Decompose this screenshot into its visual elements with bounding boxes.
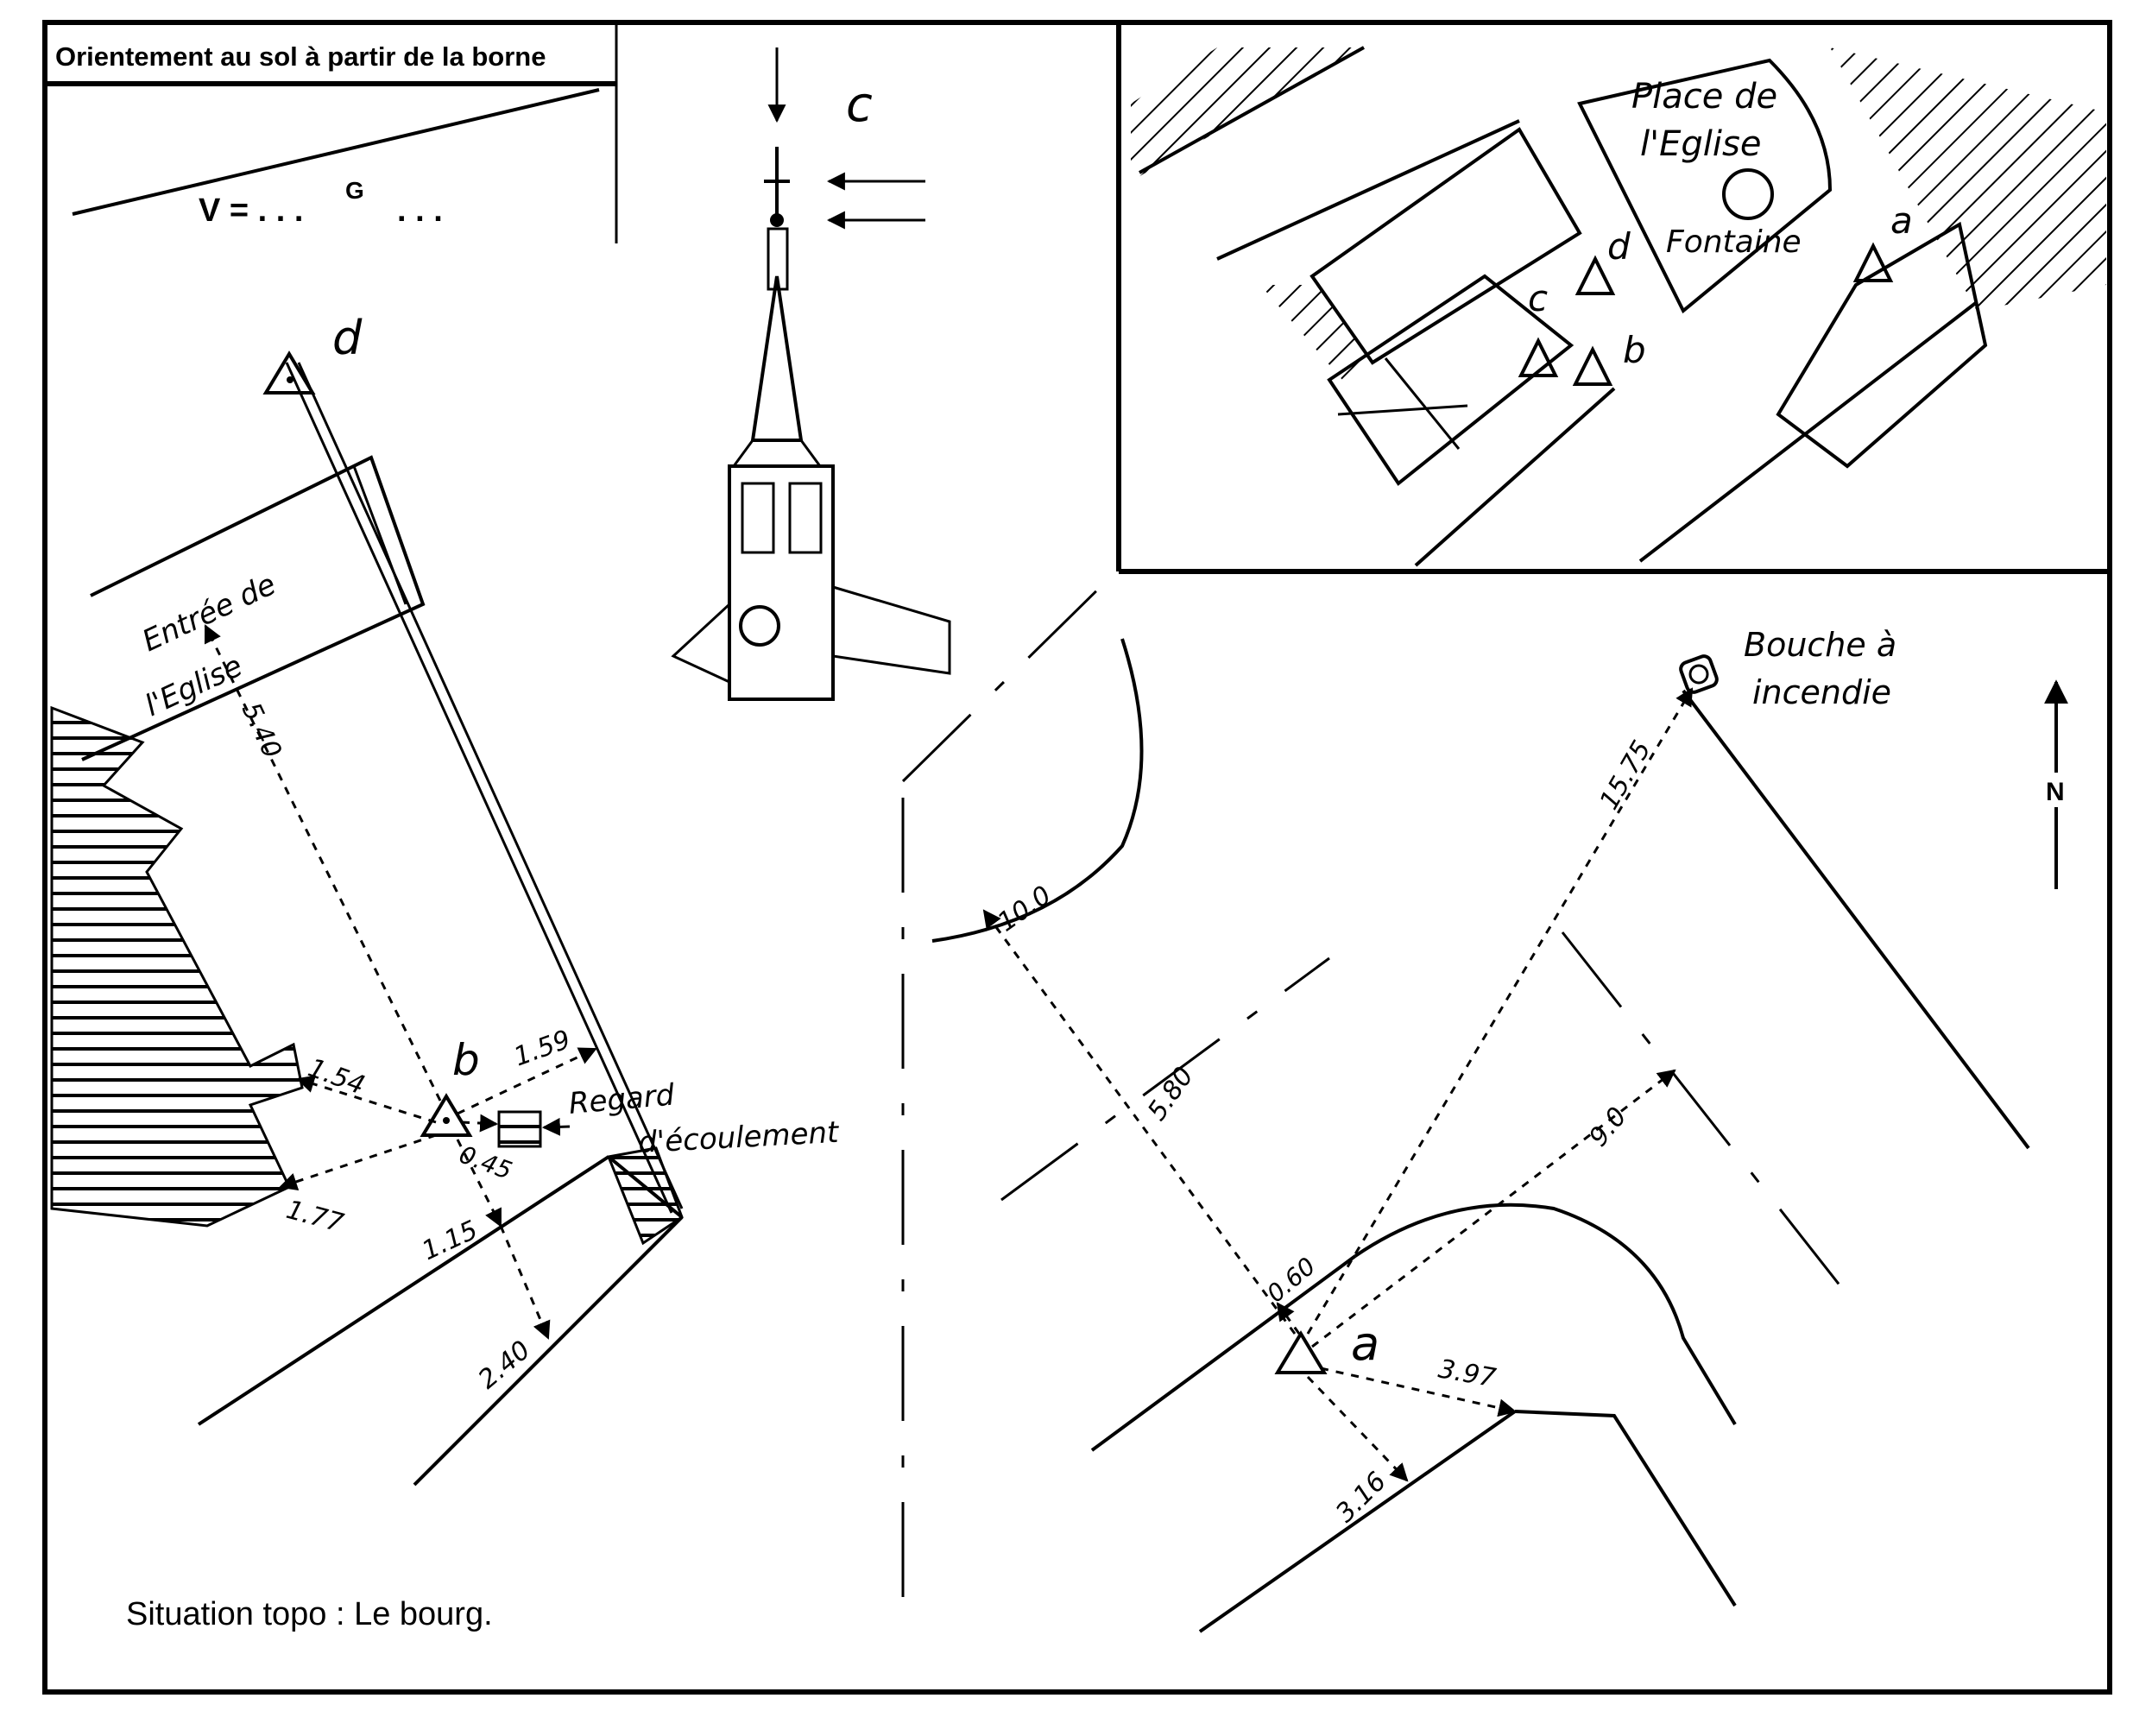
north-label-bg (2041, 773, 2071, 807)
measure-1-59: 1.59 (510, 1025, 575, 1073)
v-superscript: G (345, 177, 364, 204)
entrance-label-1: Entrée de (137, 567, 281, 659)
measure-15-75: 15.75 (1594, 735, 1657, 815)
drain-grate-icon (497, 1110, 542, 1148)
orientation-line (72, 88, 600, 216)
measure-5-40: 5.40 (236, 698, 287, 763)
marker-b-point (443, 1117, 450, 1124)
v-suffix: . . . (397, 193, 443, 229)
overview-marker-c: c (1528, 277, 1548, 319)
orientation-title: Orientement au sol à partir de la borne (55, 41, 546, 72)
right-measure-lines (982, 687, 1694, 1482)
survey-marker-icon (1274, 1330, 1328, 1374)
sheet-border (42, 20, 2112, 1695)
left-detail-drawing (50, 362, 684, 1487)
entrance-label-2: l'Eglise (140, 648, 248, 723)
left-measure-lines (204, 624, 597, 1340)
marker-a-label: a (1351, 1316, 1379, 1371)
measure-3-97: 3.97 (1436, 1354, 1499, 1393)
steeple-label-c: c (846, 77, 873, 133)
measure-2-40: 2.40 (473, 1335, 537, 1395)
square-label-1: Place de (1631, 77, 1777, 117)
overview-marker-b: b (1623, 329, 1646, 371)
hydrant-label-2: incendie (1752, 673, 1891, 711)
measure-5-80: 5.80 (1142, 1062, 1200, 1127)
measure-0-60: 0.60 (1261, 1252, 1321, 1308)
overview-marker-a: a (1890, 199, 1913, 242)
drain-label-1: Regard (567, 1077, 676, 1121)
measure-1-77: 1.77 (283, 1195, 347, 1239)
fountain-label: Fontaine (1666, 224, 1802, 260)
situation-label: Situation topo : Le bourg. (126, 1596, 493, 1632)
survey-marker-icon (420, 1093, 473, 1137)
measure-10-0: 10.0 (993, 881, 1057, 938)
right-detail-drawing (901, 572, 2030, 1633)
marker-d-label: d (332, 311, 363, 365)
measure-1-54: 1.54 (304, 1053, 369, 1102)
square-label-2: l'Eglise (1640, 124, 1761, 164)
church-steeple-icon (671, 47, 951, 701)
north-label: N (2046, 778, 2065, 806)
survey-marker-icon (262, 350, 316, 395)
marker-d-point (287, 376, 293, 383)
fire-hydrant-icon (1679, 654, 1719, 694)
overview-marker-d: d (1607, 225, 1631, 268)
overview-map (1131, 46, 2106, 567)
v-prefix: V = . . . (199, 193, 303, 229)
drain-label-2: d'écoulement (637, 1115, 841, 1160)
marker-b-label: b (452, 1035, 480, 1085)
hydrant-label-1: Bouche à (1744, 626, 1896, 664)
